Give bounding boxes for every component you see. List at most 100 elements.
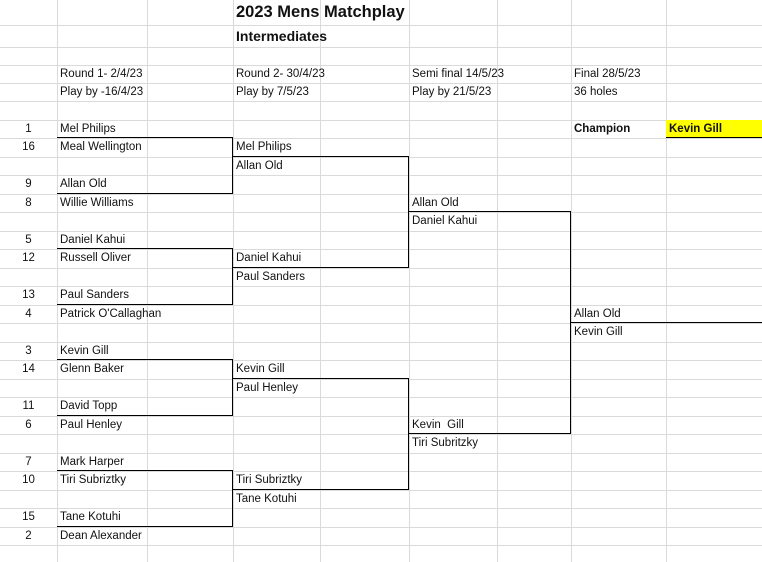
seed-number: 13 xyxy=(22,289,35,301)
final-player: Kevin Gill xyxy=(574,326,623,338)
round-header: Semi final 14/5/23 xyxy=(412,68,505,80)
grid-line xyxy=(0,47,762,48)
round2-player: Kevin Gill xyxy=(236,363,285,375)
bracket-line xyxy=(57,526,233,527)
grid-line xyxy=(0,268,762,269)
grid-line xyxy=(0,25,762,26)
grid-line xyxy=(147,0,148,562)
grid-line xyxy=(0,138,762,139)
grid-line xyxy=(0,175,762,176)
bracket-line xyxy=(57,415,233,416)
grid-line xyxy=(57,0,58,562)
champion-name: Kevin Gill xyxy=(666,120,762,138)
grid-line xyxy=(0,65,762,66)
grid-line xyxy=(320,0,321,562)
grid-line xyxy=(571,0,572,562)
sheet-title: 2023 Mens Matchplay xyxy=(236,3,405,21)
round1-player: Willie Williams xyxy=(60,197,134,209)
round1-player: Patrick O'Callaghan xyxy=(60,308,162,320)
grid-line xyxy=(0,157,762,158)
bracket-line xyxy=(57,470,233,471)
final-line xyxy=(571,322,762,323)
seed-number: 5 xyxy=(25,234,32,246)
round2-player: Paul Henley xyxy=(236,382,299,394)
grid-line xyxy=(0,379,762,380)
semi-player: Tiri Subritzky xyxy=(412,437,479,449)
seed-number: 2 xyxy=(25,530,32,542)
bracket-line xyxy=(233,267,409,268)
grid-line xyxy=(0,360,762,361)
grid-line xyxy=(233,0,234,562)
round-play-by: Play by 7/5/23 xyxy=(236,86,309,98)
seed-number: 8 xyxy=(25,197,32,209)
grid-line xyxy=(0,305,762,306)
grid-line xyxy=(666,0,667,562)
round-header: Final 28/5/23 xyxy=(574,68,641,80)
round-play-by: Play by 21/5/23 xyxy=(412,86,492,98)
round1-player: Mel Philips xyxy=(60,123,116,135)
grid-line xyxy=(0,545,762,546)
round1-player: David Topp xyxy=(60,400,118,412)
seed-number: 10 xyxy=(22,474,35,486)
seed-number: 15 xyxy=(22,511,35,523)
seed-number: 7 xyxy=(25,456,32,468)
round2-player: Paul Sanders xyxy=(236,271,306,283)
bracket-connector xyxy=(408,156,409,268)
round2-player: Daniel Kahui xyxy=(236,252,302,264)
round1-player: Tane Kotuhi xyxy=(60,511,121,523)
champion-label: Champion xyxy=(574,123,631,135)
bracket-line xyxy=(57,137,233,138)
grid-line xyxy=(0,286,762,287)
grid-line xyxy=(0,212,762,213)
round-header: Round 1- 2/4/23 xyxy=(60,68,143,80)
bracket-connector xyxy=(232,248,233,305)
grid-line xyxy=(0,397,762,398)
seed-number: 4 xyxy=(25,308,32,320)
bracket-connector xyxy=(232,470,233,527)
seed-number: 6 xyxy=(25,419,32,431)
round2-player: Allan Old xyxy=(236,160,283,172)
grid-line xyxy=(0,342,762,343)
grid-line xyxy=(0,453,762,454)
seed-number: 11 xyxy=(22,400,35,412)
round1-player: Dean Alexander xyxy=(60,530,142,542)
grid-line xyxy=(0,249,762,250)
round2-player: Mel Philips xyxy=(236,141,292,153)
round2-player: Tiri Subriztky xyxy=(236,474,303,486)
round1-player: Paul Henley xyxy=(60,419,123,431)
round1-player: Paul Sanders xyxy=(60,289,130,301)
grid-line xyxy=(0,101,762,102)
seed-number: 1 xyxy=(25,123,32,135)
semi-player: Allan Old xyxy=(412,197,459,209)
round-play-by: Play by -16/4/23 xyxy=(60,86,144,98)
grid-line xyxy=(409,0,410,562)
bracket-connector xyxy=(232,359,233,416)
bracket-line xyxy=(233,378,409,379)
round1-player: Kevin Gill xyxy=(60,345,109,357)
bracket-connector xyxy=(232,137,233,194)
bracket-line xyxy=(57,248,233,249)
round-header: Round 2- 30/4/23 xyxy=(236,68,325,80)
round1-player: Tiri Subriztky xyxy=(60,474,127,486)
grid-line xyxy=(0,508,762,509)
round1-player: Russell Oliver xyxy=(60,252,131,264)
grid-line xyxy=(0,490,762,491)
grid-line xyxy=(0,120,762,121)
final-player: Allan Old xyxy=(574,308,621,320)
bracket-line xyxy=(57,304,233,305)
round1-player: Allan Old xyxy=(60,178,107,190)
seed-number: 12 xyxy=(22,252,35,264)
bracket-line xyxy=(233,156,409,157)
round2-player: Tane Kotuhi xyxy=(236,493,297,505)
round1-player: Daniel Kahui xyxy=(60,234,126,246)
seed-number: 14 xyxy=(22,363,35,375)
semi-player: Daniel Kahui xyxy=(412,215,478,227)
grid-line xyxy=(0,527,762,528)
bracket-line xyxy=(233,489,409,490)
round-play-by: 36 holes xyxy=(574,86,618,98)
grid-line xyxy=(0,434,762,435)
bracket-line xyxy=(409,211,571,212)
round1-player: Meal Wellington xyxy=(60,141,142,153)
grid-line xyxy=(0,194,762,195)
bracket-line xyxy=(57,193,233,194)
